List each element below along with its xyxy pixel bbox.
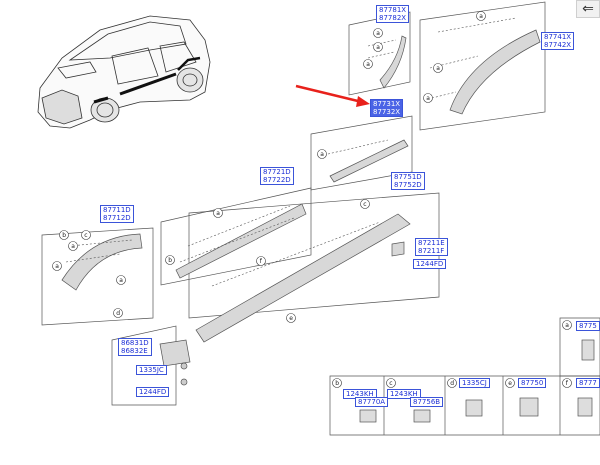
- callout-e: e: [508, 380, 512, 387]
- callout-a: a: [71, 243, 75, 250]
- callout-d: d: [450, 380, 454, 387]
- callout-a: a: [436, 65, 440, 72]
- part-code-1335jc[interactable]: 1335JC: [136, 365, 167, 375]
- callout-a: a: [55, 263, 59, 270]
- part-code-8777[interactable]: 8777: [576, 378, 600, 388]
- part-code-8775[interactable]: 8775: [576, 321, 600, 331]
- part-code-1244fd-top[interactable]: 1244FD: [413, 259, 447, 269]
- part-code-1243kh-c[interactable]: 1243KH: [387, 389, 421, 399]
- arrow-left-icon: ⇐: [582, 1, 594, 17]
- callout-b: b: [168, 257, 172, 264]
- callout-a: a: [426, 95, 430, 102]
- callout-a: a: [479, 13, 483, 20]
- callout-a: a: [320, 151, 324, 158]
- callout-c: c: [84, 232, 87, 239]
- callout-a: a: [565, 322, 569, 329]
- callout-f: f: [566, 380, 569, 387]
- callout-a: a: [119, 277, 123, 284]
- callout-b: b: [335, 380, 339, 387]
- callout-a: a: [216, 210, 220, 217]
- part-code-1244fd-bottom[interactable]: 1244FD: [136, 387, 170, 397]
- callout-c: c: [363, 201, 366, 208]
- part-code-87750[interactable]: 87750: [518, 378, 547, 388]
- callout-a: a: [376, 44, 380, 51]
- callout-a: a: [366, 61, 370, 68]
- part-shapes: [61, 29, 595, 423]
- callout-c: c: [389, 380, 392, 387]
- part-code-87770a[interactable]: 87770A: [355, 397, 389, 407]
- part-code-1335cj[interactable]: 1335CJ: [459, 378, 490, 388]
- part-code-87756b[interactable]: 87756B: [410, 397, 444, 407]
- vehicle-illustration: [37, 15, 211, 129]
- callout-b: b: [62, 232, 66, 239]
- callout-a: a: [376, 30, 380, 37]
- callout-f: f: [260, 258, 263, 265]
- highlight-arrow: [295, 84, 370, 107]
- callout-e: e: [289, 315, 293, 322]
- back-button[interactable]: ⇐: [576, 0, 600, 18]
- callout-d: d: [116, 310, 120, 317]
- part-group-frames: [41, 1, 600, 436]
- callout-circles: a a a a a a a a b c f e b c a a a d b: [52, 11, 572, 388]
